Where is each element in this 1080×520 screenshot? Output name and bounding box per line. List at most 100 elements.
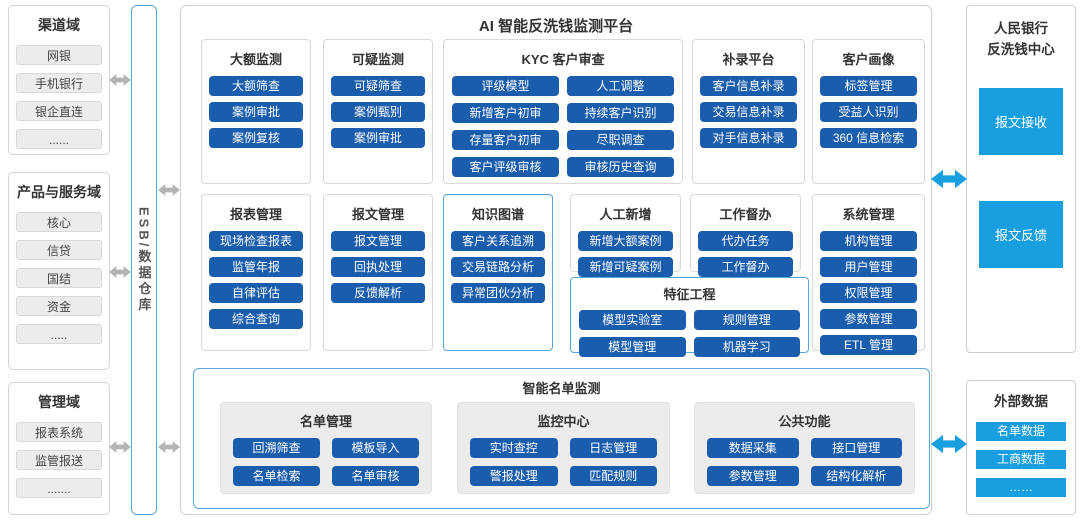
- chip-list: 可疑筛查案例甄别案例审批: [324, 76, 432, 148]
- bidirectional-arrow-icon: [109, 440, 131, 454]
- chip-list: 模型实验室规则管理模型管理机器学习: [571, 310, 808, 357]
- feature-chip: 监管年报: [209, 257, 303, 277]
- panel-title: 监控中心: [537, 414, 590, 429]
- panel-list-mgmt: 名单管理 回溯筛查模板导入名单检索名单审核: [220, 402, 432, 494]
- domain-item-list: 网银手机银行银企直连......: [9, 45, 109, 149]
- external-data-box: 外部数据 名单数据工商数据 ……: [966, 380, 1076, 515]
- module-title: 特征工程: [663, 287, 716, 302]
- feature-chip: 机构管理: [820, 231, 917, 251]
- module-message-mgmt: 报文管理 报文管理回执处理反馈解析: [323, 194, 433, 351]
- external-data-title: 外部数据: [994, 394, 1048, 409]
- feature-chip: 客户评级审核: [452, 157, 559, 177]
- feature-chip: 权限管理: [820, 283, 917, 303]
- chip-list: 回溯筛查模板导入名单检索名单审核: [221, 438, 431, 486]
- domain-item-list: 核心信贷国结资金.....: [9, 212, 109, 344]
- feature-chip: 数据采集: [707, 438, 799, 458]
- module-title: 工作督办: [719, 207, 772, 222]
- module-title: 客户画像: [842, 52, 895, 67]
- feature-chip: 回溯筛查: [233, 438, 320, 458]
- domain-item: 网银: [16, 45, 102, 65]
- esb-label: ESB/数据仓库: [136, 206, 152, 314]
- list-monitoring-title: 智能名单监测: [522, 381, 601, 396]
- feature-chip: 参数管理: [820, 309, 917, 329]
- module-work-supervision: 工作督办 代办任务工作督办: [690, 194, 801, 277]
- chip-list: 新增大额案例新增可疑案例: [571, 231, 680, 277]
- module-manual-add: 人工新增 新增大额案例新增可疑案例: [570, 194, 681, 277]
- feature-chip: ETL 管理: [820, 335, 917, 355]
- chip-list: 标签管理受益人识别 360 信息检索: [813, 76, 924, 148]
- chip-list: 数据采集接口管理参数管理结构化解析: [695, 438, 914, 486]
- panel-title: 名单管理: [299, 414, 352, 429]
- chip-list: 代办任务工作督办: [691, 231, 800, 277]
- esb-data-warehouse-bar: ESB/数据仓库: [131, 5, 157, 515]
- domain-item: ......: [16, 129, 102, 149]
- feature-chip: 名单检索: [233, 466, 320, 486]
- module-customer-profile: 客户画像 标签管理受益人识别 360 信息检索: [812, 39, 925, 184]
- feature-chip: 客户关系追溯: [451, 231, 545, 251]
- chip-list: 客户信息补录交易信息补录对手信息补录: [693, 76, 804, 148]
- feature-chip: 受益人识别: [820, 102, 917, 122]
- bidirectional-arrow-icon: [158, 440, 180, 454]
- domain-item-list: 报表系统监管报送.......: [9, 422, 109, 498]
- channel-domain-box: 渠道域 网银手机银行银企直连......: [8, 5, 110, 155]
- feature-chip: 标签管理: [820, 76, 917, 96]
- feature-chip: 工作督办: [698, 257, 793, 277]
- chip-list: 报文管理回执处理反馈解析: [324, 231, 432, 303]
- module-suspicious-monitoring: 可疑监测 可疑筛查案例甄别案例审批: [323, 39, 433, 184]
- module-title: 报文管理: [351, 207, 404, 222]
- feature-chip: 综合查询: [209, 309, 303, 329]
- module-title: 系统管理: [842, 207, 895, 222]
- domain-item: 核心: [16, 212, 102, 232]
- list-monitoring-box: 智能名单监测 名单管理 回溯筛查模板导入名单检索名单审核 监控中心 实时查控日志…: [193, 368, 930, 509]
- feature-chip: 异常团伙分析: [451, 283, 545, 303]
- feature-chip: 日志管理: [569, 438, 657, 458]
- feature-chip: 客户信息补录: [700, 76, 797, 96]
- bidirectional-arrow-icon: [109, 73, 131, 87]
- module-kyc-review: KYC 客户审查 评级模型人工调整新增客户初审持续客户识别存量客户初审尽职调查客…: [443, 39, 683, 184]
- module-title: 知识图谱: [471, 207, 524, 222]
- pboc-title-line2: 反洗钱中心: [987, 41, 1055, 57]
- feature-chip: 模型管理: [579, 337, 686, 357]
- platform-box: AI 智能反洗钱监测平台 大额监测 大额筛查案例审批案例复核 可疑监测 可疑筛查…: [180, 5, 932, 515]
- feature-chip: 实时查控: [470, 438, 558, 458]
- feature-chip: 对手信息补录: [700, 128, 797, 148]
- external-data-item: 名单数据: [976, 422, 1066, 441]
- feature-chip: 360 信息检索: [820, 128, 917, 148]
- feature-chip: 现场检查报表: [209, 231, 303, 251]
- module-title: 补录平台: [722, 52, 775, 67]
- feature-chip: 人工调整: [567, 76, 674, 96]
- module-title: 大额监测: [229, 52, 282, 67]
- chip-list: 大额筛查案例审批案例复核: [202, 76, 310, 148]
- feature-chip: 自律评估: [209, 283, 303, 303]
- feature-chip: 交易信息补录: [700, 102, 797, 122]
- bidirectional-arrow-icon: [931, 433, 967, 455]
- panel-common-functions: 公共功能 数据采集接口管理参数管理结构化解析: [694, 402, 915, 494]
- feature-chip: 模型实验室: [579, 310, 686, 330]
- feature-chip: 接口管理: [810, 438, 902, 458]
- external-data-item: 工商数据: [976, 450, 1066, 469]
- feature-chip: 警报处理: [470, 466, 558, 486]
- chip-list: 现场检查报表监管年报自律评估综合查询: [202, 231, 310, 329]
- bidirectional-arrow-icon: [931, 168, 967, 190]
- platform-title: AI 智能反洗钱监测平台: [478, 18, 634, 35]
- feature-chip: 案例甄别: [331, 102, 425, 122]
- domain-title: 产品与服务域: [17, 184, 101, 200]
- feature-chip: 新增客户初审: [452, 103, 559, 123]
- module-title: 可疑监测: [351, 52, 404, 67]
- chip-list: 实时查控日志管理警报处理匹配规则: [458, 438, 669, 486]
- feature-chip: 案例审批: [209, 102, 303, 122]
- external-data-list: 名单数据工商数据 ……: [967, 422, 1075, 497]
- domain-item: 银企直连: [16, 101, 102, 121]
- feature-chip: 回执处理: [331, 257, 425, 277]
- feature-chip: 匹配规则: [569, 466, 657, 486]
- module-title: KYC 客户审查: [521, 52, 605, 67]
- feature-chip: 参数管理: [707, 466, 799, 486]
- domain-item: .......: [16, 478, 102, 498]
- module-title: 报表管理: [229, 207, 282, 222]
- pboc-block-list: 报文接收报文反馈: [967, 88, 1075, 268]
- external-data-item: ……: [976, 478, 1066, 497]
- feature-chip: 案例审批: [331, 128, 425, 148]
- feature-chip: 案例复核: [209, 128, 303, 148]
